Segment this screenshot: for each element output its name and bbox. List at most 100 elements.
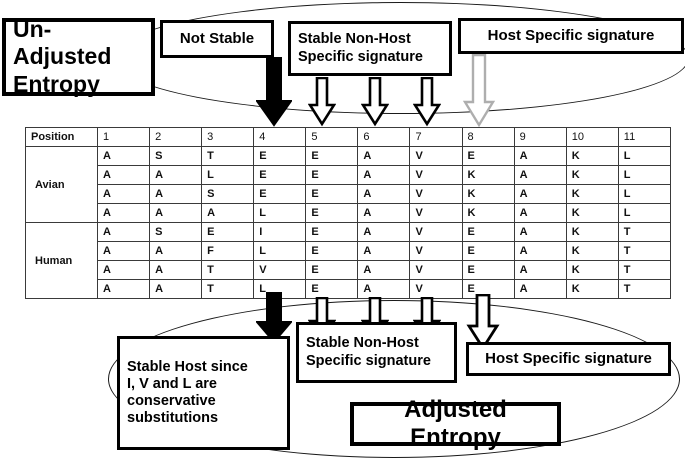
cell-human-r0-c2: S [149, 222, 203, 242]
box-stable-non-host-bottom[interactable]: Stable Non-Host Specific signature [296, 322, 457, 383]
cell-human-r2-c5: E [305, 260, 359, 280]
cell-avian-r1-c10: K [565, 165, 619, 185]
box-stable-non-host-top[interactable]: Stable Non-Host Specific signature [288, 21, 452, 76]
cell-avian-r0-c3: T [201, 146, 255, 166]
cell-human-r2-c11: T [617, 260, 671, 280]
cell-avian-r1-c3: L [201, 165, 255, 185]
cell-avian-r3-c7: V [409, 203, 463, 223]
cell-human-r1-c11: T [617, 241, 671, 261]
box-not-stable-label: Not Stable [179, 30, 255, 48]
group-label-human: Human [25, 222, 98, 299]
cell-avian-r2-c9: A [513, 184, 567, 204]
column-header-10: 10 [565, 127, 619, 147]
group-label-avian: Avian [25, 146, 98, 223]
cell-avian-r0-c6: A [357, 146, 411, 166]
cell-human-r1-c9: A [513, 241, 567, 261]
box-stable-non-host-bottom-label: Stable Non-Host Specific signature [306, 335, 431, 369]
cell-human-r0-c9: A [513, 222, 567, 242]
cell-avian-r0-c2: S [149, 146, 203, 166]
cell-avian-r3-c4: L [253, 203, 307, 223]
arrow-top-col6 [361, 77, 389, 127]
cell-avian-r1-c6: A [357, 165, 411, 185]
cell-avian-r1-c7: V [409, 165, 463, 185]
cell-avian-r2-c8: K [461, 184, 515, 204]
cell-human-r0-c6: A [357, 222, 411, 242]
box-host-specific-bottom-label: Host Specific signature [485, 350, 652, 368]
cell-human-r0-c8: E [461, 222, 515, 242]
cell-human-r1-c1: A [96, 241, 151, 261]
cell-avian-r3-c6: A [357, 203, 411, 223]
box-un-adjusted-entropy[interactable]: Un-Adjusted Entropy [2, 16, 155, 97]
arrow-top-col5 [308, 77, 336, 127]
cell-avian-r1-c9: A [513, 165, 567, 185]
arrow-top-col7 [413, 77, 441, 127]
cell-human-r2-c9: A [513, 260, 567, 280]
cell-human-r2-c6: A [357, 260, 411, 280]
cell-human-r3-c5: E [305, 279, 359, 299]
cell-human-r1-c2: A [149, 241, 203, 261]
arrow-top-col4 [256, 57, 292, 127]
cell-human-r1-c10: K [565, 241, 619, 261]
cell-human-r3-c10: K [565, 279, 619, 299]
cell-avian-r0-c4: E [253, 146, 307, 166]
cell-human-r3-c7: V [409, 279, 463, 299]
cell-human-r0-c11: T [617, 222, 671, 242]
cell-avian-r2-c1: A [96, 184, 151, 204]
column-header-11: 11 [617, 127, 671, 147]
cell-avian-r0-c9: A [513, 146, 567, 166]
box-adjusted-entropy[interactable]: Adjusted Entropy [350, 396, 561, 451]
cell-human-r3-c9: A [513, 279, 567, 299]
arrow-top-col8 [462, 54, 496, 128]
cell-avian-r1-c4: E [253, 165, 307, 185]
cell-avian-r0-c11: L [617, 146, 671, 166]
cell-human-r1-c7: V [409, 241, 463, 261]
column-header-8: 8 [461, 127, 515, 147]
cell-avian-r1-c11: L [617, 165, 671, 185]
cell-human-r1-c3: F [201, 241, 255, 261]
cell-human-r2-c10: K [565, 260, 619, 280]
cell-avian-r0-c1: A [96, 146, 151, 166]
box-not-stable[interactable]: Not Stable [160, 20, 274, 58]
cell-avian-r2-c10: K [565, 184, 619, 204]
box-host-specific-top[interactable]: Host Specific signature [458, 18, 684, 54]
cell-human-r1-c6: A [357, 241, 411, 261]
cell-human-r0-c5: E [305, 222, 359, 242]
cell-avian-r0-c5: E [305, 146, 359, 166]
bottom-grouping-ellipse [108, 300, 680, 458]
box-host-specific-bottom[interactable]: Host Specific signature [466, 342, 671, 376]
cell-avian-r0-c8: E [461, 146, 515, 166]
column-header-3: 3 [201, 127, 255, 147]
cell-human-r2-c3: T [201, 260, 255, 280]
cell-avian-r2-c6: A [357, 184, 411, 204]
cell-human-r2-c2: A [149, 260, 203, 280]
column-header-1: 1 [96, 127, 151, 147]
cell-human-r2-c7: V [409, 260, 463, 280]
table-row-header-label: Position [25, 127, 98, 147]
box-stable-non-host-top-label: Stable Non-Host Specific signature [298, 31, 423, 65]
cell-human-r2-c1: A [96, 260, 151, 280]
cell-avian-r2-c4: E [253, 184, 307, 204]
cell-human-r2-c8: E [461, 260, 515, 280]
box-stable-host-conservative[interactable]: Stable Host since I, V and L are conserv… [117, 336, 290, 450]
cell-avian-r1-c5: E [305, 165, 359, 185]
cell-human-r3-c2: A [149, 279, 203, 299]
box-stable-host-conservative-label: Stable Host since I, V and L are conserv… [127, 358, 248, 427]
cell-human-r0-c1: A [96, 222, 151, 242]
cell-avian-r1-c2: A [149, 165, 203, 185]
cell-avian-r3-c9: A [513, 203, 567, 223]
column-header-9: 9 [513, 127, 567, 147]
cell-avian-r2-c11: L [617, 184, 671, 204]
cell-human-r3-c1: A [96, 279, 151, 299]
cell-avian-r3-c10: K [565, 203, 619, 223]
column-header-2: 2 [149, 127, 203, 147]
cell-avian-r3-c1: A [96, 203, 151, 223]
box-un-adjusted-entropy-label: Un-Adjusted Entropy [13, 16, 112, 97]
